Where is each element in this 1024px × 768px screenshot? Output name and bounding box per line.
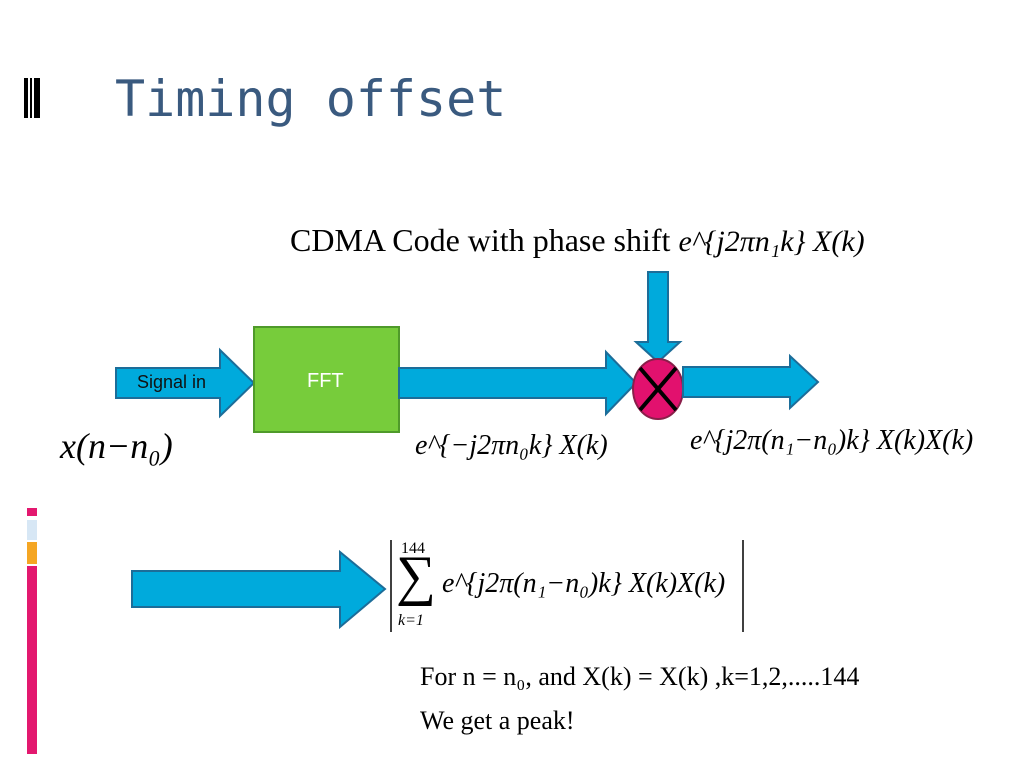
cdma-down-arrow [633,271,683,364]
accent-bar [27,508,37,754]
sum-lower: k=1 [398,612,424,629]
signal-in-label: Signal in [137,372,207,392]
sum-expr: e^{j2π(n₁−n₀)k} X(k)X(k) [442,568,726,599]
cdma-expr: e^{j2πn₁k} X(k) [678,225,865,258]
slide-title: Timing offset [115,70,507,128]
after-fft-expr: e^{−j2πn₀k} X(k) [415,430,608,461]
sum-arrow [131,549,387,630]
cdma-label: CDMA Code with phase shift e^{j2πn₁k} X(… [290,222,865,258]
sigma-symbol: ∑ [396,545,436,607]
condition-line: For n = n₀, and X(k) = X(k) ,k=1,2,.....… [420,662,860,691]
sum-upper: 144 [401,540,425,557]
fft-output-arrow [398,349,638,417]
fft-label: FFT [307,370,344,392]
input-expr: x(n−n₀) [60,426,173,466]
after-mult-expr: e^{j2π(n₁−n₀)k} X(k)X(k) [690,425,974,456]
peak-line: We get a peak! [420,706,575,735]
signal-in-arrow [115,347,256,419]
multiplier-output-arrow [682,353,820,411]
title-bars-icon [24,78,44,118]
